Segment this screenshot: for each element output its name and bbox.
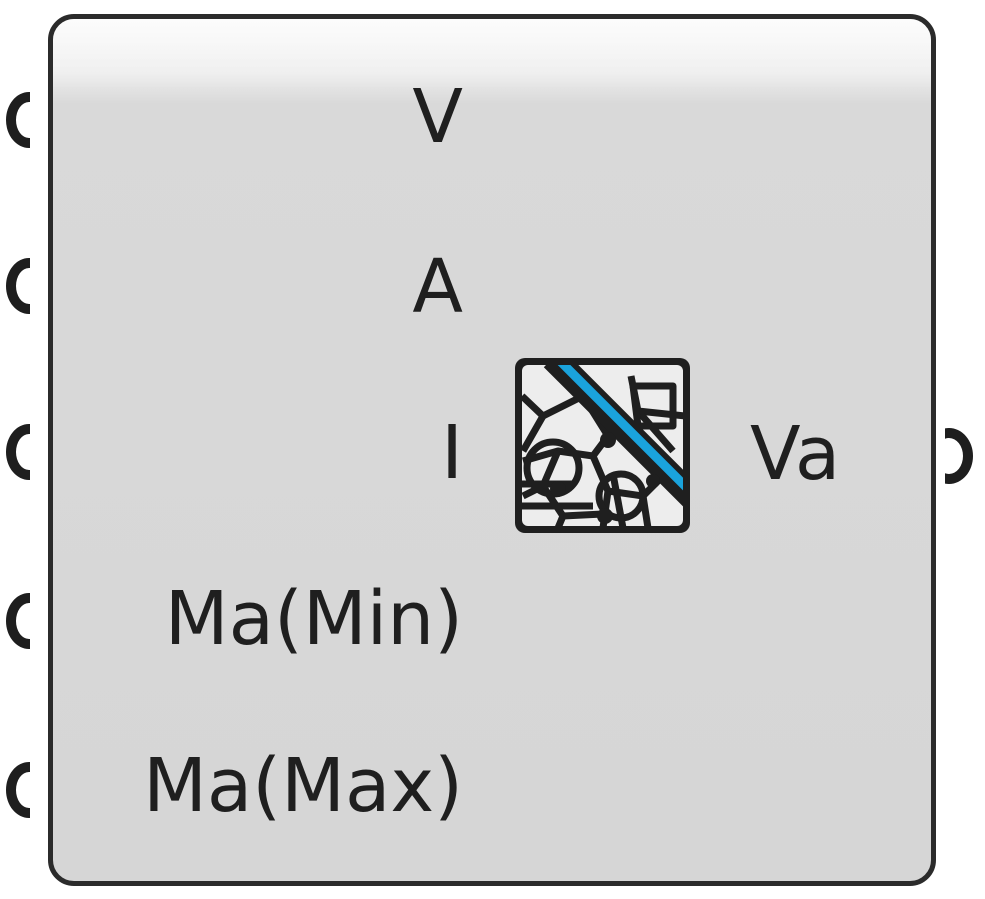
input-grip-a[interactable] [6, 258, 30, 314]
input-label-a: A [412, 244, 463, 330]
component-body[interactable] [48, 14, 936, 886]
output-grip-va[interactable] [945, 428, 973, 484]
input-label-i: I [441, 410, 463, 496]
input-label-ma-max: Ma(Max) [143, 743, 463, 829]
input-grip-i[interactable] [6, 424, 30, 480]
input-grip-ma-min[interactable] [6, 593, 30, 649]
input-label-v: V [412, 74, 463, 160]
output-label-va: Va [750, 411, 841, 497]
voronoi-mesh-diagonal-icon [513, 356, 692, 535]
input-grip-v[interactable] [6, 92, 30, 148]
component-sheen [53, 19, 931, 89]
input-label-ma-min: Ma(Min) [164, 576, 463, 662]
input-grip-ma-max[interactable] [6, 762, 30, 818]
